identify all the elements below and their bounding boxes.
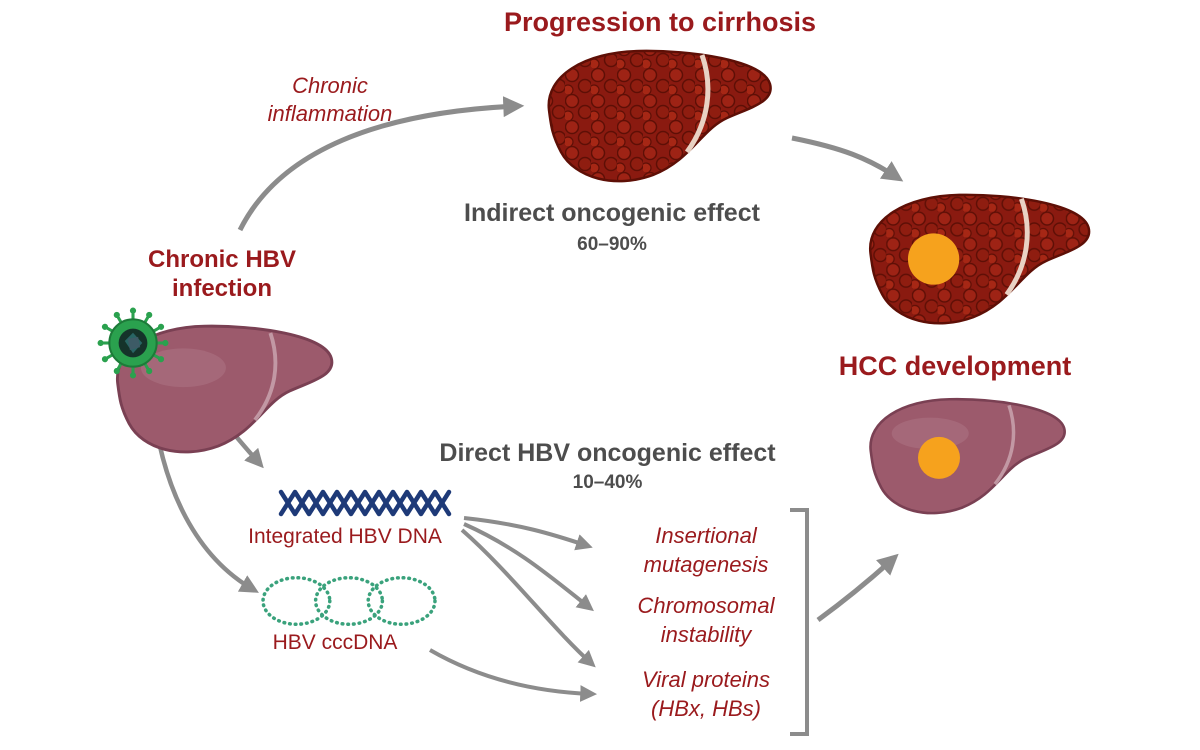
virus-capsid-facet-2	[127, 336, 141, 351]
title-hcc-development: HCC development	[838, 351, 1072, 381]
label-viral-proteins: Viral proteins (HBx, HBs)	[642, 667, 770, 721]
hbv-virus-icon	[97, 307, 169, 379]
title-progression-to-cirrhosis: Progression to cirrhosis	[503, 7, 817, 37]
arrow-inflammation-to-cirrhosis	[237, 96, 525, 232]
liver-lobe-cleft	[993, 404, 1016, 486]
label-direct-oncogenic-effect: Direct HBV oncogenic effect	[439, 439, 776, 467]
cirrhotic-liver-body	[869, 193, 1091, 325]
liver-lobe-cleft	[253, 332, 278, 422]
arrow-dna-to-viral-proteins	[460, 528, 596, 668]
label-indirect-rate: 60–90%	[577, 234, 647, 255]
grouping-bracket	[790, 508, 809, 736]
liver-lobe-cleft	[1004, 198, 1030, 296]
tumor-nodule-dot	[918, 436, 960, 479]
label-direct-rate: 10–40%	[572, 472, 643, 493]
label-chronic-inflammation: Chronic inflammation	[267, 73, 393, 126]
label-integrated-hbv-dna: Integrated HBV DNA	[248, 525, 442, 548]
dna-strand-2	[278, 489, 452, 517]
arrow-dna-to-chromosomal-instability	[463, 522, 594, 612]
arrow-dna-to-insertional-mutagenesis	[463, 516, 593, 551]
cirrhotic-liver-illustration	[547, 49, 772, 183]
integrated-hbv-dna-helix-icon	[278, 489, 452, 517]
arrow-mechanisms-to-hcc	[816, 553, 899, 623]
cirrhotic-liver-body	[547, 49, 772, 183]
liver-body	[869, 397, 1066, 515]
cccdna-ring-2	[313, 575, 385, 627]
arrow-cirrhosis-to-hcc	[791, 135, 904, 182]
label-hbv-cccdna: HBV cccDNA	[272, 631, 398, 654]
label-indirect-oncogenic-effect: Indirect oncogenic effect	[464, 199, 760, 227]
virus-spike-knobs	[97, 307, 169, 379]
liver-lobe-cleft	[684, 54, 711, 154]
liver-body	[116, 324, 334, 454]
dna-strand-1	[278, 489, 452, 517]
cccdna-ring-3	[366, 575, 437, 627]
label-chronic-hbv-infection: Chronic HBV infection	[147, 246, 296, 302]
arrow-cccdna-to-viral-proteins	[429, 648, 598, 702]
cirrhotic-liver-with-tumor-illustration	[869, 193, 1091, 325]
hcc-liver-illustration	[869, 397, 1066, 515]
label-chromosomal-instability: Chromosomal instability	[637, 593, 775, 647]
label-insertional-mutagenesis: Insertional mutagenesis	[643, 523, 769, 577]
cccdna-ring-1	[261, 575, 332, 627]
tumor-nodule-dot	[907, 233, 960, 285]
hbv-cccdna-rings-icon	[261, 575, 437, 627]
